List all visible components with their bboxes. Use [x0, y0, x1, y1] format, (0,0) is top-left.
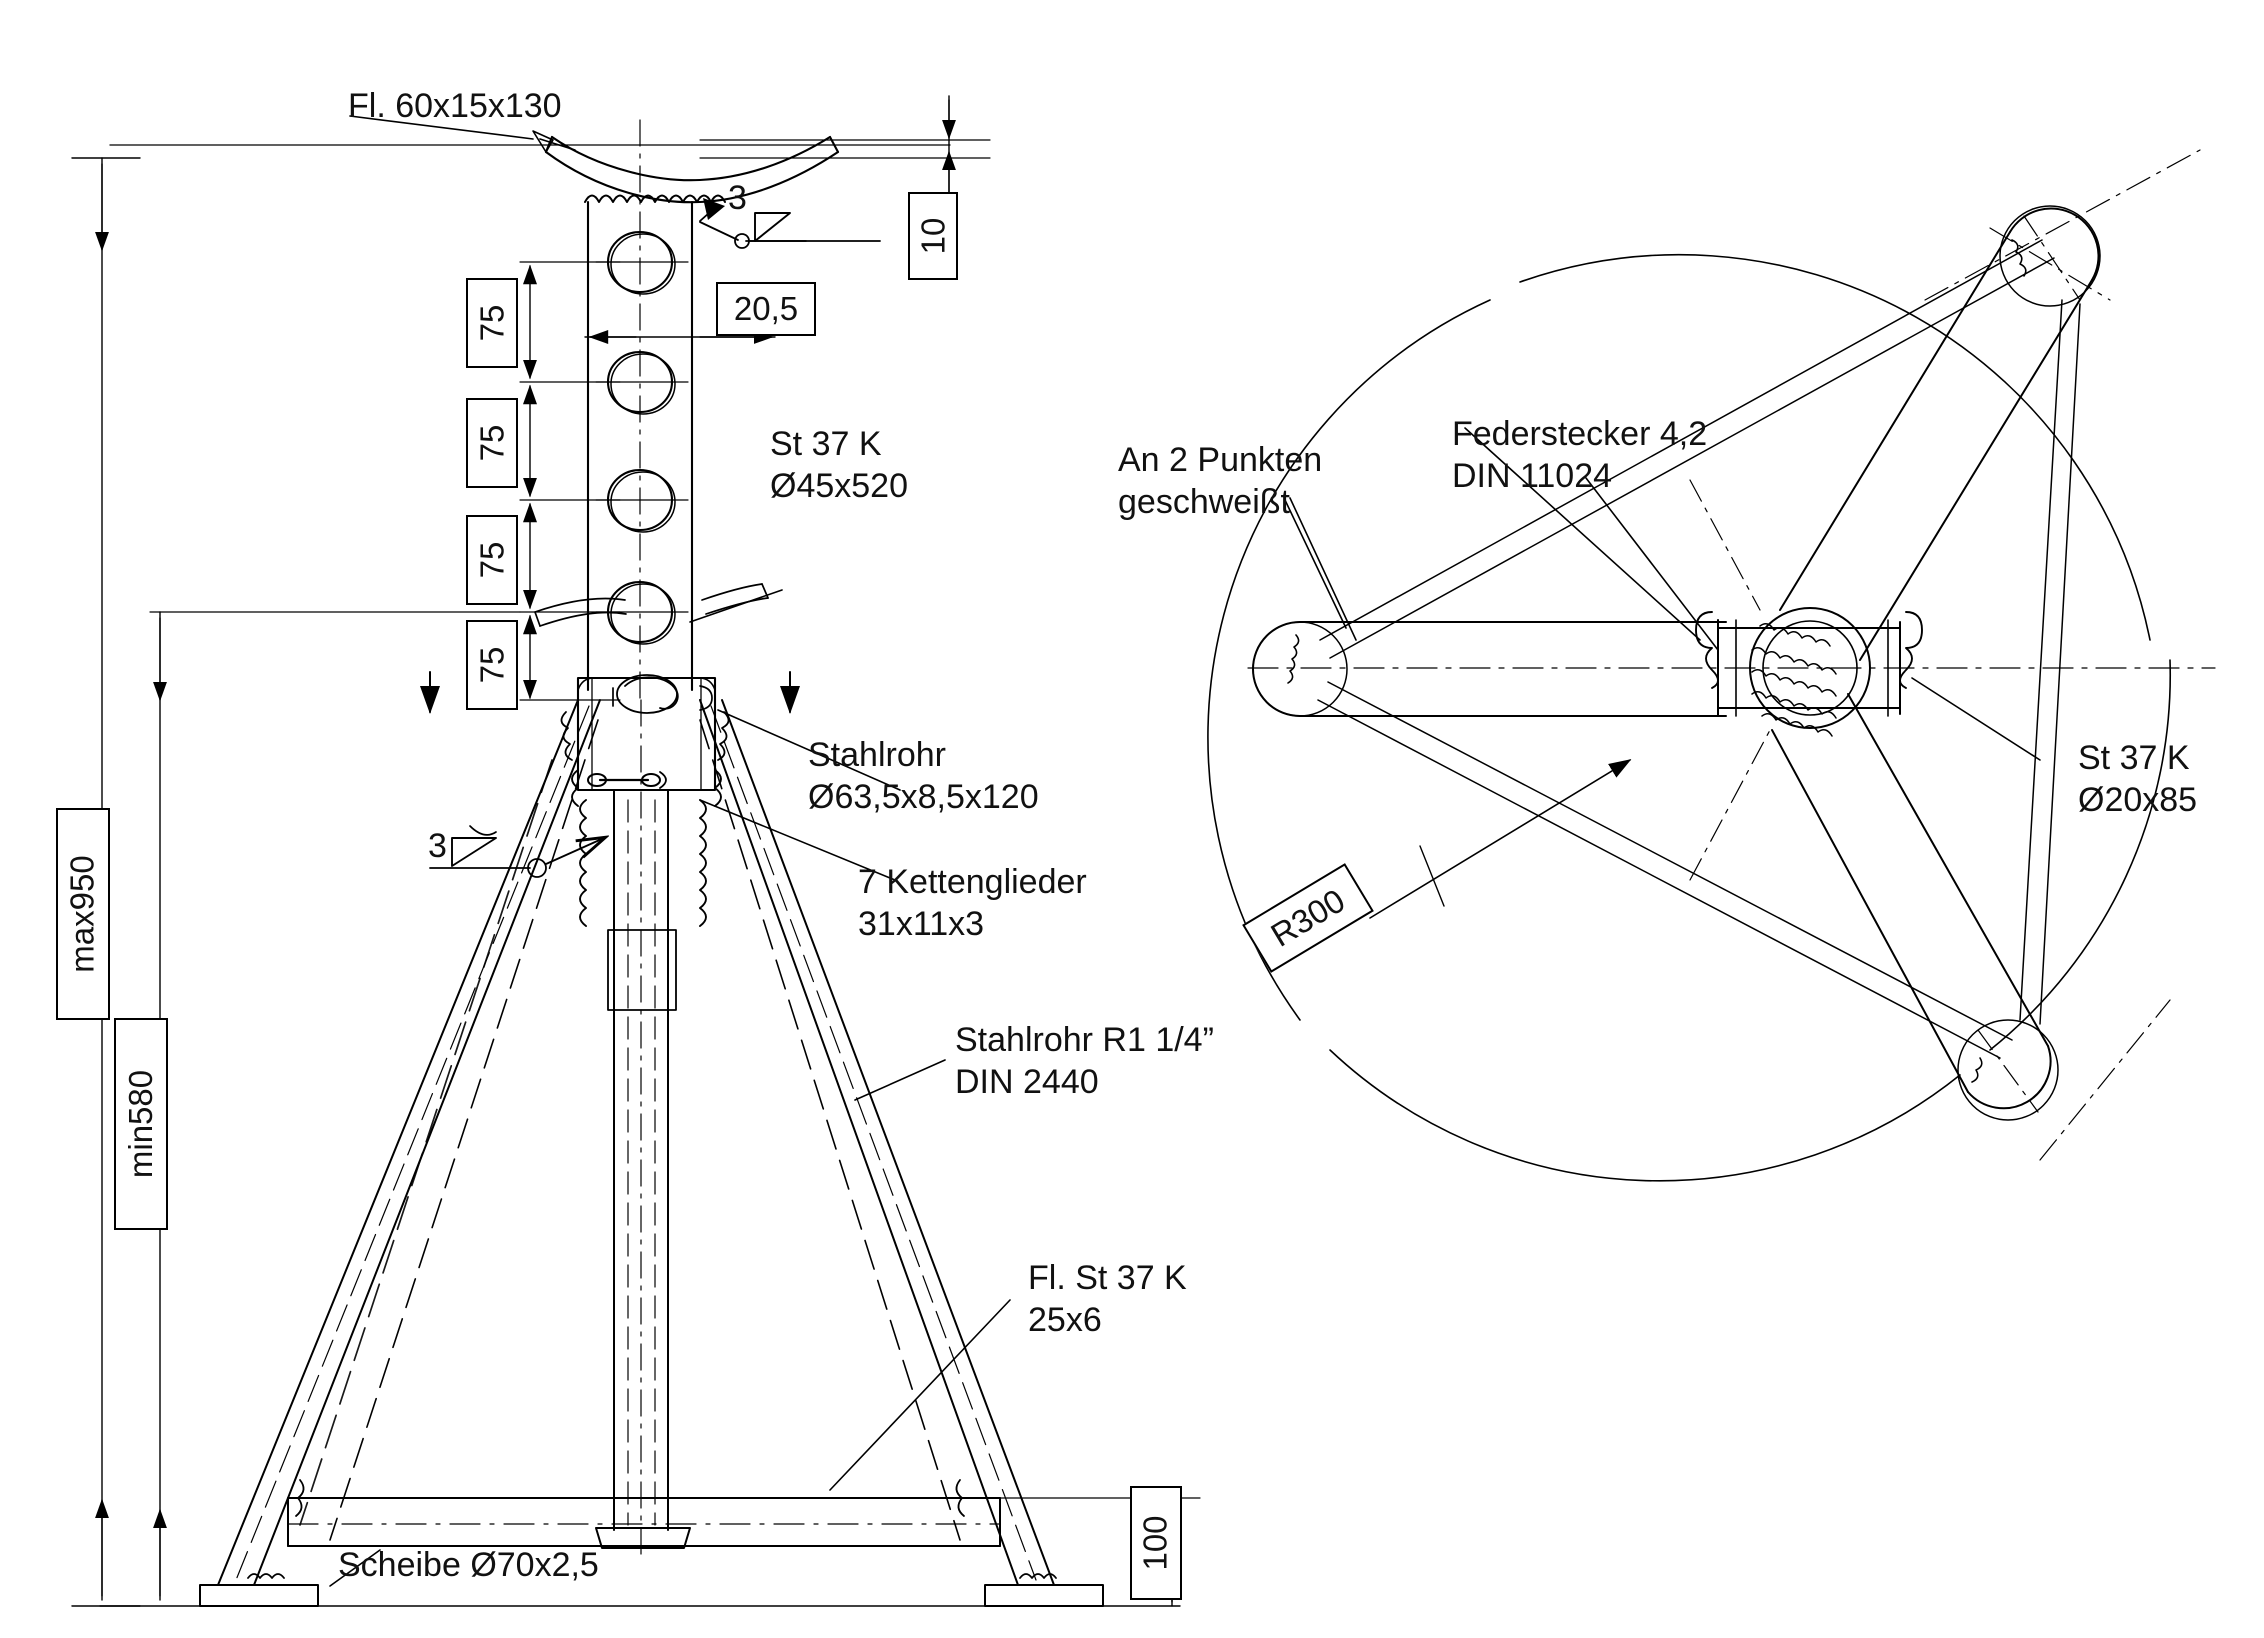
dimension-100-value: 100 [1137, 1515, 1174, 1571]
label-column-line1: St 37 K [770, 425, 882, 463]
dimension-10-box: 10 [908, 192, 958, 280]
dimension-75-a-value: 75 [473, 304, 510, 342]
label-leg-line2: DIN 2440 [955, 1063, 1099, 1101]
label-pin-line1: Federstecker 4,2 [1452, 415, 1708, 453]
label-washer: Scheibe Ø70x2,5 [338, 1546, 599, 1584]
label-weld-note-line2: geschweißt [1118, 483, 1290, 521]
dimension-min580-value: min580 [122, 1069, 160, 1179]
label-top-plate: Fl. 60x15x130 [348, 87, 562, 125]
dimension-75-b-value: 75 [473, 424, 510, 462]
dimension-75-d-value: 75 [473, 646, 510, 684]
dimension-75-c-box: 75 [466, 515, 518, 605]
dimension-75-c-value: 75 [473, 541, 510, 579]
label-chain-line1: 7 Kettenglieder [858, 863, 1087, 901]
dimension-max950-value: max950 [64, 855, 101, 973]
label-column-line2: Ø45x520 [770, 467, 908, 505]
dimension-max950-box: max950 [56, 808, 110, 1020]
dimension-min580-box: min580 [114, 1018, 168, 1230]
label-chain-line2: 31x11x3 [858, 905, 985, 943]
dimension-75-a-box: 75 [466, 278, 518, 368]
label-bolt-line1: St 37 K [2078, 739, 2190, 777]
dimension-75-d-box: 75 [466, 620, 518, 710]
label-bolt-line2: Ø20x85 [2078, 781, 2198, 819]
label-leg-line1: Stahlrohr R1 1/4” [955, 1021, 1214, 1059]
weld-symbol-sleeve-size: 3 [428, 827, 447, 865]
dimension-10-value: 10 [914, 217, 951, 255]
label-base-flat-line1: Fl. St 37 K [1028, 1259, 1187, 1297]
label-sleeve-line2: Ø63,5x8,5x120 [808, 778, 1039, 816]
dimension-100-box: 100 [1130, 1486, 1182, 1600]
label-weld-note-line1: An 2 Punkten [1118, 441, 1323, 479]
dimension-75-b-box: 75 [466, 398, 518, 488]
dimension-20-5-box: 20,5 [716, 282, 816, 336]
weld-symbol-top-size: 3 [728, 179, 747, 217]
dimension-20-5-value: 20,5 [733, 290, 799, 327]
label-pin-line2: DIN 11024 [1452, 457, 1613, 495]
label-base-flat-line2: 25x6 [1028, 1301, 1102, 1339]
label-sleeve-line1: Stahlrohr [808, 736, 946, 774]
